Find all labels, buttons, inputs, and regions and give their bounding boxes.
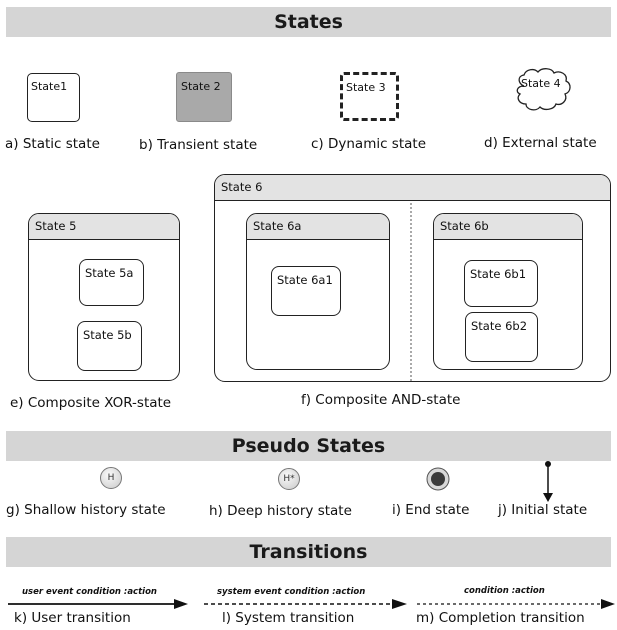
- shallow-history-icon: H: [100, 467, 122, 489]
- states-section-banner: States: [6, 7, 611, 37]
- substate-6b1-label: State 6b1: [470, 267, 527, 281]
- states-section-title: States: [274, 11, 343, 33]
- substate-6b2: State 6b2: [465, 312, 538, 362]
- substate-6a1: State 6a1: [271, 266, 341, 316]
- composite-xor-header: State 5: [29, 214, 179, 240]
- user-transition-label: user event condition :action: [22, 587, 157, 597]
- static-state-caption: a) Static state: [5, 136, 100, 152]
- substate-6b1: State 6b1: [464, 260, 538, 307]
- region-6a: State 6a State 6a1: [246, 213, 390, 370]
- transitions-section-title: Transitions: [249, 541, 368, 563]
- composite-and-caption: f) Composite AND-state: [301, 392, 461, 408]
- static-state-label: State1: [31, 80, 68, 93]
- transient-state-caption: b) Transient state: [139, 137, 258, 153]
- external-state-cloud: [516, 68, 571, 111]
- region-6a-title: State 6a: [253, 219, 302, 233]
- dynamic-state-caption: c) Dynamic state: [311, 136, 427, 152]
- composite-and-title: State 6: [221, 180, 263, 194]
- region-6b: State 6b State 6b1 State 6b2: [433, 213, 583, 370]
- substate-5b-label: State 5b: [83, 328, 132, 342]
- system-transition-arrow: [204, 599, 407, 609]
- system-transition-caption: l) System transition: [222, 610, 355, 626]
- pseudo-states-section-title: Pseudo States: [231, 435, 386, 457]
- shallow-history-symbol: H: [107, 473, 115, 483]
- initial-state-caption: j) Initial state: [498, 502, 588, 518]
- composite-xor-caption: e) Composite XOR-state: [10, 395, 172, 411]
- substate-6a1-label: State 6a1: [277, 273, 333, 287]
- substate-5a-label: State 5a: [85, 266, 134, 280]
- transient-state-label: State 2: [181, 80, 221, 93]
- transient-state-box: State 2: [176, 72, 232, 122]
- composite-xor-state: State 5 State 5a State 5b: [28, 213, 180, 381]
- substate-5a: State 5a: [79, 259, 144, 306]
- substate-6b2-label: State 6b2: [471, 319, 528, 333]
- region-6b-title: State 6b: [440, 219, 489, 233]
- user-transition-caption: k) User transition: [14, 610, 131, 626]
- deep-history-caption: h) Deep history state: [209, 503, 352, 519]
- deep-history-icon: H*: [278, 468, 300, 490]
- completion-transition-label: condition :action: [464, 586, 545, 596]
- dynamic-state-label: State 3: [346, 81, 386, 94]
- dynamic-state-box: State 3: [340, 72, 399, 121]
- composite-xor-title: State 5: [35, 219, 77, 233]
- region-6b-header: State 6b: [434, 214, 582, 240]
- region-6a-header: State 6a: [247, 214, 389, 240]
- substate-5b: State 5b: [77, 321, 142, 371]
- shallow-history-caption: g) Shallow history state: [6, 502, 166, 518]
- external-state-caption: d) External state: [484, 135, 597, 151]
- end-state-icon: [426, 467, 450, 491]
- end-state-caption: i) End state: [392, 502, 470, 518]
- composite-and-header: State 6: [215, 175, 610, 201]
- transitions-section-banner: Transitions: [6, 537, 611, 567]
- static-state-box: State1: [27, 73, 80, 122]
- initial-state-icon: [543, 461, 553, 502]
- composite-and-state: State 6 State 6a State 6a1 State 6b Stat…: [214, 174, 611, 382]
- external-state-label: State 4: [521, 77, 561, 90]
- completion-transition-arrow: [417, 599, 615, 609]
- pseudo-states-section-banner: Pseudo States: [6, 431, 611, 461]
- system-transition-label: system event condition :action: [217, 587, 366, 597]
- user-transition-arrow: [8, 599, 188, 609]
- completion-transition-caption: m) Completion transition: [416, 610, 585, 626]
- concurrency-divider: [410, 203, 412, 381]
- deep-history-symbol: H*: [283, 474, 295, 484]
